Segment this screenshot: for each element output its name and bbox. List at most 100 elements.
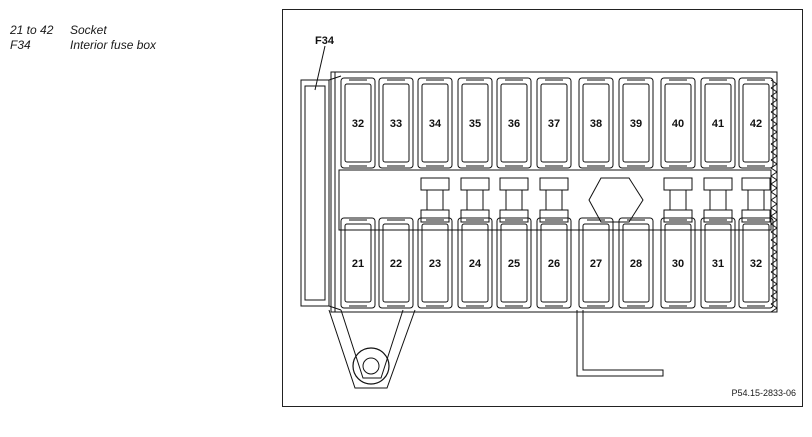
- fuse-socket-number: 24: [469, 258, 482, 270]
- legend-key: F34: [10, 38, 31, 52]
- fuse-socket-insert: [382, 223, 410, 303]
- fuse-socket-bottom-25: 25: [496, 217, 532, 309]
- fuse-socket-outline: [417, 77, 453, 169]
- fuse-socket-outline: [578, 77, 614, 169]
- fuse-socket-outline: [618, 77, 654, 169]
- right-edge-tooth: [770, 135, 778, 141]
- right-edge-tooth: [770, 91, 778, 97]
- fuse-socket-number: 23: [429, 258, 441, 270]
- fuse-box-label: F34: [315, 35, 335, 47]
- fuse-socket-number: 30: [672, 258, 684, 270]
- fuse-socket-insert: [582, 223, 610, 303]
- fuse-socket-outline: [578, 217, 614, 309]
- fuse-socket-number: 28: [630, 258, 642, 270]
- housing-outline: [330, 71, 778, 313]
- connector-clip: [741, 177, 771, 223]
- fuse-socket-insert: [540, 223, 568, 303]
- fuse-socket-bottom-26: 26: [536, 217, 572, 309]
- right-edge-tooth: [770, 147, 778, 153]
- fuse-socket-number: 38: [590, 118, 602, 130]
- fuse-socket-bottom-28: 28: [618, 217, 654, 309]
- fuse-socket-outline: [496, 217, 532, 309]
- right-edge-tooth: [770, 223, 778, 229]
- right-edge-tooth: [770, 143, 778, 149]
- right-edge-tooth: [770, 127, 778, 133]
- fuse-socket-insert: [344, 83, 372, 163]
- fuse-socket-number: 32: [352, 118, 364, 130]
- fuse-socket-outline: [660, 77, 696, 169]
- fuse-socket-top-42: 42: [738, 77, 774, 169]
- connector-clip-bottom: [703, 209, 733, 223]
- fuse-socket-bottom-21: 21: [340, 217, 376, 309]
- fuse-socket-outline: [536, 217, 572, 309]
- connector-clip: [703, 177, 733, 223]
- left-bracket-inner: [304, 85, 326, 301]
- connector-clip-top: [741, 177, 771, 191]
- legend-row-fuse-box: F34 Interior fuse box: [10, 38, 156, 53]
- right-edge-tooth: [770, 207, 778, 213]
- connector-clip-bottom: [663, 209, 693, 223]
- right-edge-tooth: [770, 167, 778, 173]
- right-edge-tooth: [770, 263, 778, 269]
- fuse-socket-insert: [704, 223, 732, 303]
- connector-clip: [499, 177, 529, 223]
- fuse-socket-outline: [738, 77, 774, 169]
- center-hex: [588, 177, 644, 223]
- right-edge-tooth: [770, 119, 778, 125]
- connector-clip-top: [663, 177, 693, 191]
- connector-clip-bottom: [499, 209, 529, 223]
- fuse-socket-outline: [378, 217, 414, 309]
- connector-clip-top: [703, 177, 733, 191]
- right-edge-tooth: [770, 111, 778, 117]
- fuse-socket-outline: [340, 217, 376, 309]
- connector-clip-top: [460, 177, 490, 191]
- connector-clip: [663, 177, 693, 223]
- fuse-socket-insert: [500, 83, 528, 163]
- right-edge-tooth: [770, 159, 778, 165]
- legend-desc: Interior fuse box: [70, 38, 157, 52]
- right-edge-tooth: [770, 215, 778, 221]
- connector-clip-top: [539, 177, 569, 191]
- fuse-socket-insert: [344, 223, 372, 303]
- right-edge-tooth: [770, 271, 778, 277]
- right-edge-tooth: [770, 115, 778, 121]
- relay-bracket: [576, 310, 664, 377]
- fuse-socket-outline: [660, 217, 696, 309]
- right-edge-tooth: [770, 139, 778, 145]
- right-edge-tooth: [770, 107, 778, 113]
- fuse-socket-insert: [742, 223, 770, 303]
- fuse-socket-insert: [622, 83, 650, 163]
- fuse-socket-number: 42: [750, 118, 762, 130]
- fuse-socket-insert: [704, 83, 732, 163]
- fuse-socket-outline: [618, 217, 654, 309]
- right-edge-tooth: [770, 87, 778, 93]
- mounting-tab-inner: [340, 309, 404, 379]
- fuse-socket-number: 41: [712, 118, 724, 130]
- connector-clip-bottom: [420, 209, 450, 223]
- right-edge-tooth: [770, 307, 778, 313]
- right-edge-tooth: [770, 79, 778, 85]
- right-edge-tooth: [770, 279, 778, 285]
- fuse-socket-insert: [622, 223, 650, 303]
- fuse-socket-insert: [461, 83, 489, 163]
- right-edge-tooth: [770, 83, 778, 89]
- fuse-socket-outline: [738, 217, 774, 309]
- right-edge-tooth: [770, 275, 778, 281]
- fuse-socket-bottom-22: 22: [378, 217, 414, 309]
- left-bracket: [300, 79, 330, 307]
- fuse-socket-top-32: 32: [340, 77, 376, 169]
- right-edge-tooth: [770, 303, 778, 309]
- fuse-socket-number: 22: [390, 258, 402, 270]
- fuse-socket-number: 34: [429, 118, 442, 130]
- right-edge-tooth: [770, 239, 778, 245]
- mounting-tab: [328, 309, 416, 389]
- fuse-socket-number: 27: [590, 258, 602, 270]
- mounting-hole: [352, 347, 390, 385]
- fuse-socket-number: 21: [352, 258, 364, 270]
- connector-clip-bottom: [741, 209, 771, 223]
- right-edge-tooth: [770, 191, 778, 197]
- right-edge-tooth: [770, 175, 778, 181]
- right-edge-tooth: [770, 295, 778, 301]
